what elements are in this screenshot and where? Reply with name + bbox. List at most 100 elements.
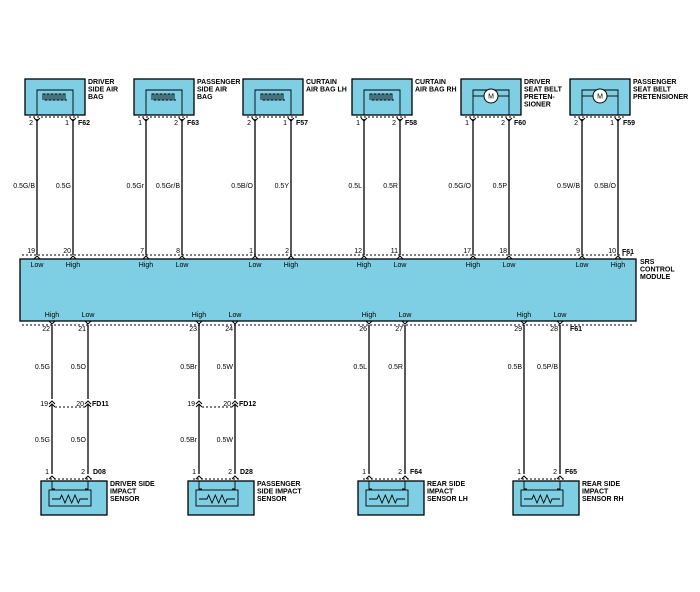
connector-label: F62 <box>78 120 90 127</box>
sensor-lead <box>368 481 372 490</box>
srs-control-module <box>19 258 637 322</box>
signal-label: Low <box>82 312 96 319</box>
component-label: SIDE AIR <box>197 87 227 94</box>
module-pin-number: 27 <box>395 326 403 333</box>
signal-label: Low <box>31 262 45 269</box>
module-pin-number: 8 <box>176 248 180 255</box>
pin-number: 2 <box>228 469 232 476</box>
motor-label: M <box>488 94 494 101</box>
signal-label: High <box>45 312 60 319</box>
sensor-label: REAR SIDE <box>427 481 465 488</box>
component-label: BAG <box>88 94 104 101</box>
wire-color-label: 0.5Br <box>180 364 197 371</box>
component-inner-frame <box>36 89 74 115</box>
connector-label: F65 <box>565 469 577 476</box>
component-label: DRIVER <box>88 79 114 86</box>
inline-pin-number: 20 <box>223 401 231 408</box>
pin-number: 2 <box>29 120 33 127</box>
connector-terminal <box>231 475 239 480</box>
module-terminal <box>365 320 373 325</box>
module-terminal <box>251 255 259 260</box>
module-pin-number: 17 <box>463 248 471 255</box>
wire-color-label: 0.5P/B <box>537 364 558 371</box>
signal-label: High <box>284 262 299 269</box>
wire-color-label: 0.5Br <box>180 437 197 444</box>
module-terminal <box>33 255 41 260</box>
signal-label: High <box>357 262 372 269</box>
signal-label: High <box>517 312 532 319</box>
module-pin-number: 24 <box>225 326 233 333</box>
component-label: SEAT BELT <box>524 87 563 94</box>
squib-icon <box>42 93 67 101</box>
sensor-label: SENSOR RH <box>582 496 624 503</box>
inline-connector-terminal <box>231 403 239 408</box>
sensor-lead <box>402 481 406 490</box>
pin-number: 2 <box>553 469 557 476</box>
pin-number: 2 <box>174 120 178 127</box>
sensor-inner-frame <box>365 489 409 507</box>
connector-terminal <box>84 475 92 480</box>
component-label: PASSENGER <box>633 79 676 86</box>
module-terminal <box>69 255 77 260</box>
signal-label: Low <box>229 312 243 319</box>
sensor-label: SIDE IMPACT <box>257 489 302 496</box>
connector-label: F57 <box>296 120 308 127</box>
module-pin-number: 23 <box>189 326 197 333</box>
motor-label: M <box>597 94 603 101</box>
wire-color-label: 0.5L <box>353 364 367 371</box>
wire-color-label: 0.5Gr <box>126 183 144 190</box>
signal-label: Low <box>394 262 408 269</box>
wire-color-label: 0.5G <box>35 437 50 444</box>
module-terminal <box>84 320 92 325</box>
signal-label: Low <box>176 262 190 269</box>
squib-icon <box>369 93 394 101</box>
module-pin-number: 18 <box>499 248 507 255</box>
pin-number: 1 <box>283 120 287 127</box>
inline-pin-number: 19 <box>40 401 48 408</box>
signal-label: Low <box>554 312 568 319</box>
wire-color-label: 0.5W <box>217 364 234 371</box>
resistor-icon <box>199 493 235 505</box>
component-inner-frame <box>254 89 292 115</box>
inline-connector-terminal <box>195 403 203 408</box>
pin-number: 2 <box>392 120 396 127</box>
connector-terminal <box>556 475 564 480</box>
signal-label: High <box>192 312 207 319</box>
module-terminal <box>287 255 295 260</box>
module-label: CONTROL <box>640 267 675 274</box>
component-label: SIDE AIR <box>88 87 118 94</box>
component-inner-frame <box>363 89 401 115</box>
sensor-lead <box>523 481 527 490</box>
sensor-label: SENSOR LH <box>427 496 468 503</box>
signal-label: Low <box>576 262 590 269</box>
pin-number: 1 <box>45 469 49 476</box>
module-terminal <box>614 255 622 260</box>
module-terminal <box>469 255 477 260</box>
module-terminal <box>178 255 186 260</box>
wire-color-label: 0.5B/O <box>594 183 616 190</box>
component-label: PASSENGER <box>197 79 240 86</box>
module-pin-number: 21 <box>78 326 86 333</box>
connector-label: F60 <box>514 120 526 127</box>
component-label: PRETENSIONER <box>633 94 688 101</box>
pin-number: 1 <box>517 469 521 476</box>
module-terminal <box>578 255 586 260</box>
module-terminal <box>142 255 150 260</box>
motor-icon <box>592 88 608 104</box>
motor-icon <box>483 88 499 104</box>
sensor-label: DRIVER SIDE <box>110 481 155 488</box>
inline-connector-label: FD12 <box>239 401 256 408</box>
wire-color-label: 0.5L <box>348 183 362 190</box>
module-pin-number: 20 <box>63 248 71 255</box>
squib-icon <box>151 93 176 101</box>
inline-connector-terminal <box>48 400 56 405</box>
wire-color-label: 0.5Gr/B <box>156 183 180 190</box>
connector-label: D28 <box>240 469 253 476</box>
inline-connector-terminal <box>84 400 92 405</box>
module-label: SRS <box>640 259 655 266</box>
